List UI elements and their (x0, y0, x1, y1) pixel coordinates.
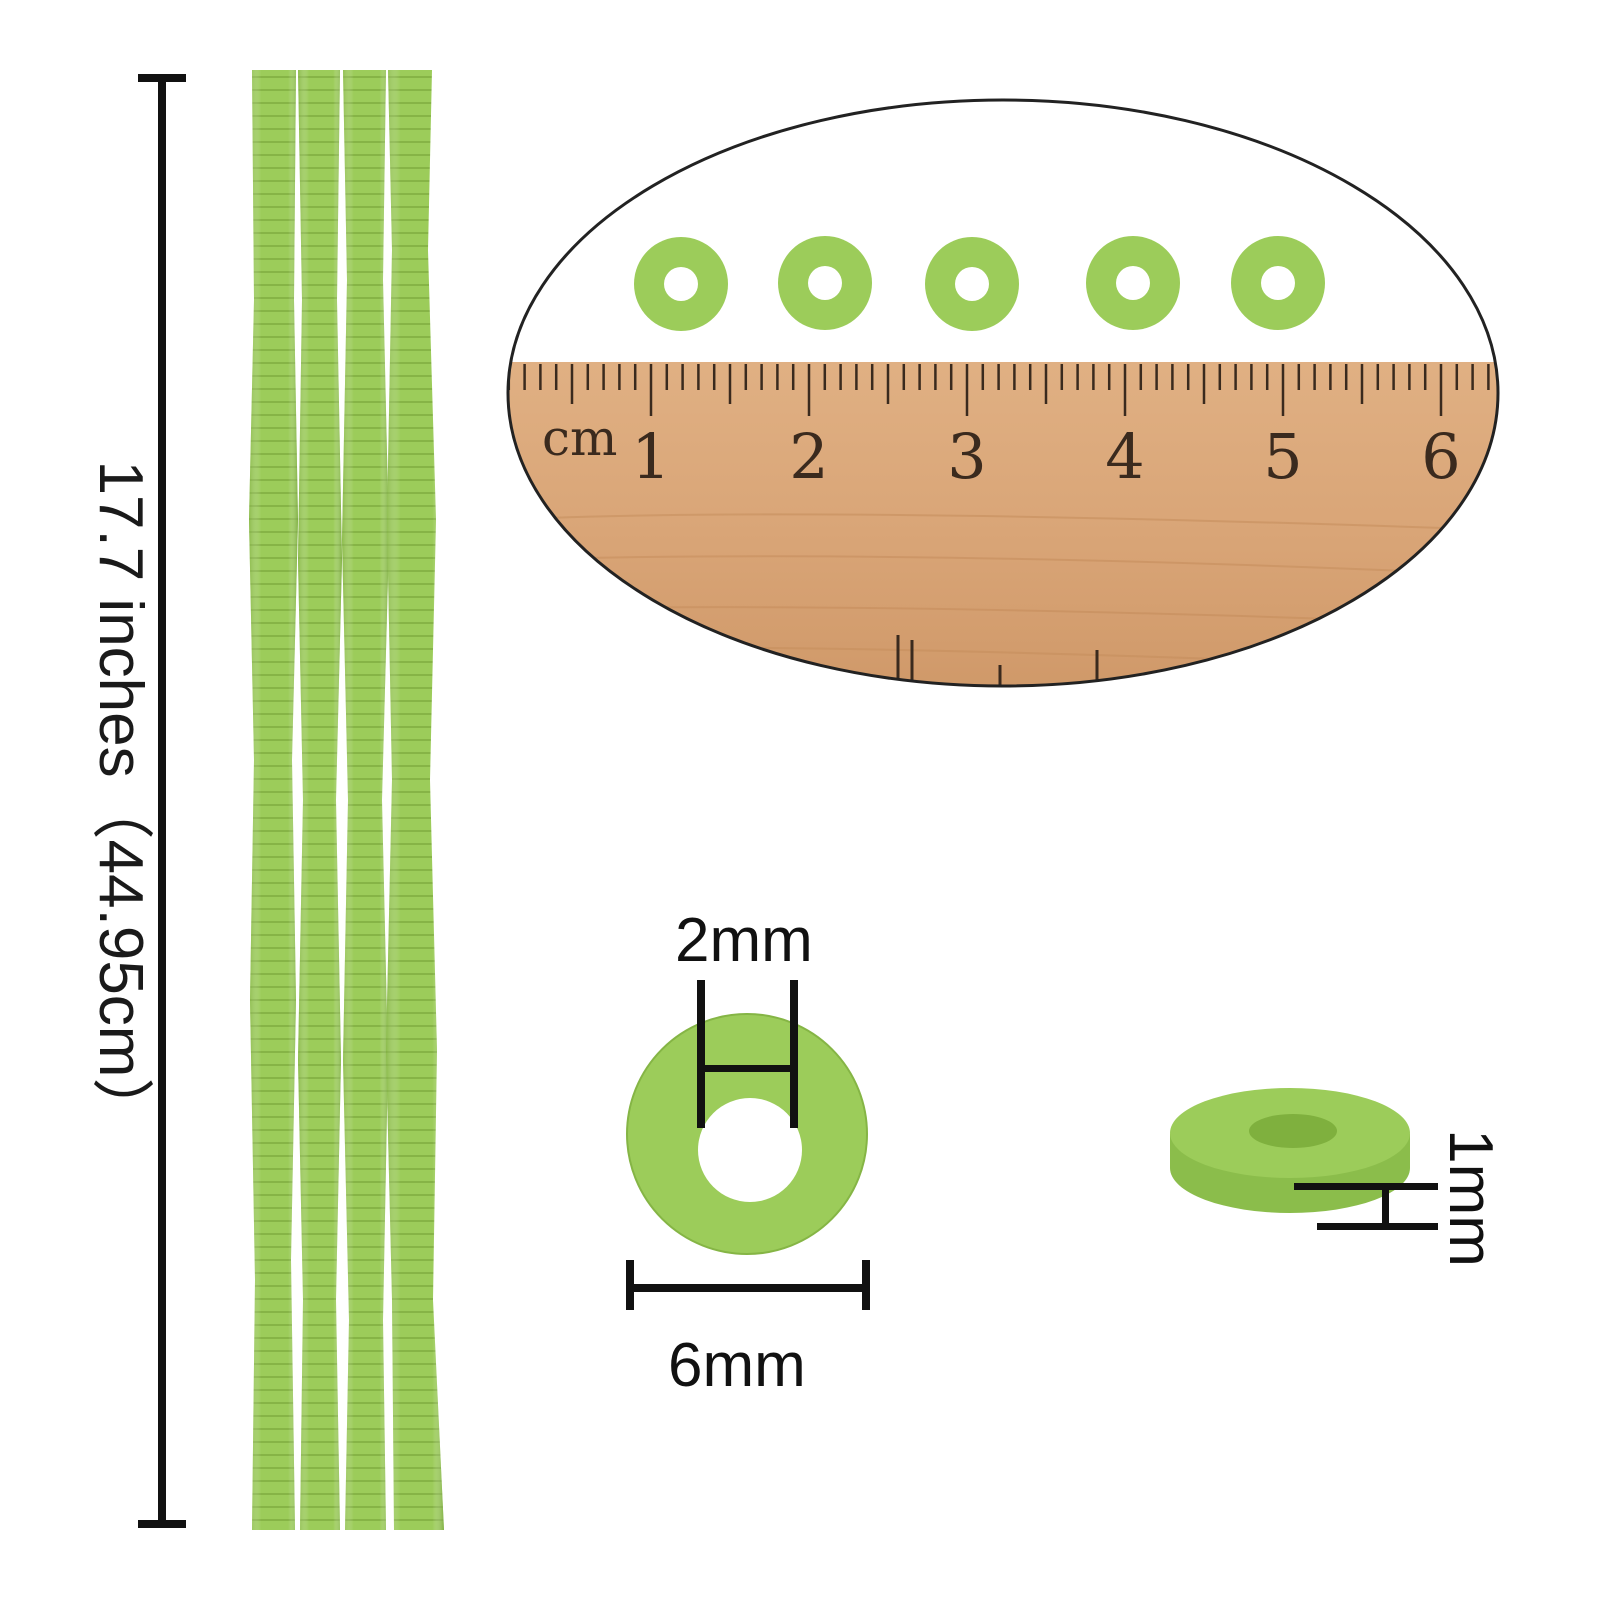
ruler-number: 4 (1105, 420, 1144, 493)
bead-top-view (626, 1013, 868, 1255)
ruler-unit-label: cm (542, 409, 617, 467)
length-marker (138, 74, 186, 1528)
hole-size-label: 2mm (675, 906, 813, 975)
ruler-number: 3 (947, 420, 986, 493)
bead-strand (342, 70, 389, 1530)
bead-side-view (1170, 1088, 1410, 1213)
sample-beads (634, 236, 1325, 331)
bead-ring (1231, 236, 1325, 330)
thickness-marker (1294, 1183, 1438, 1230)
ruler-inset: cm 1 2 3 4 5 6 (506, 98, 1500, 688)
thickness-label: 1mm (1436, 1129, 1505, 1267)
ruler-number: 1 (631, 420, 670, 493)
diameter-marker (626, 1260, 870, 1310)
wooden-ruler (508, 362, 1498, 686)
bead-strand (249, 70, 298, 1530)
ruler-numbers: 1 2 3 4 5 6 (631, 420, 1460, 493)
diameter-label: 6mm (668, 1331, 806, 1400)
bead-ring (1086, 236, 1180, 330)
bead-ring (778, 236, 872, 330)
hole-marker (697, 980, 798, 1128)
strand-length-label: 17.7 inches（44.95cm） (86, 460, 155, 1140)
bead-strand (298, 70, 342, 1530)
bead-ring (634, 237, 728, 331)
ruler-ticks (508, 364, 1490, 416)
ruler-number: 2 (789, 420, 828, 493)
bead-strand (386, 70, 444, 1530)
ruler-number: 6 (1421, 420, 1460, 493)
bead-ring (925, 237, 1019, 331)
bead-strands (249, 70, 444, 1530)
ruler-number: 5 (1263, 420, 1302, 493)
